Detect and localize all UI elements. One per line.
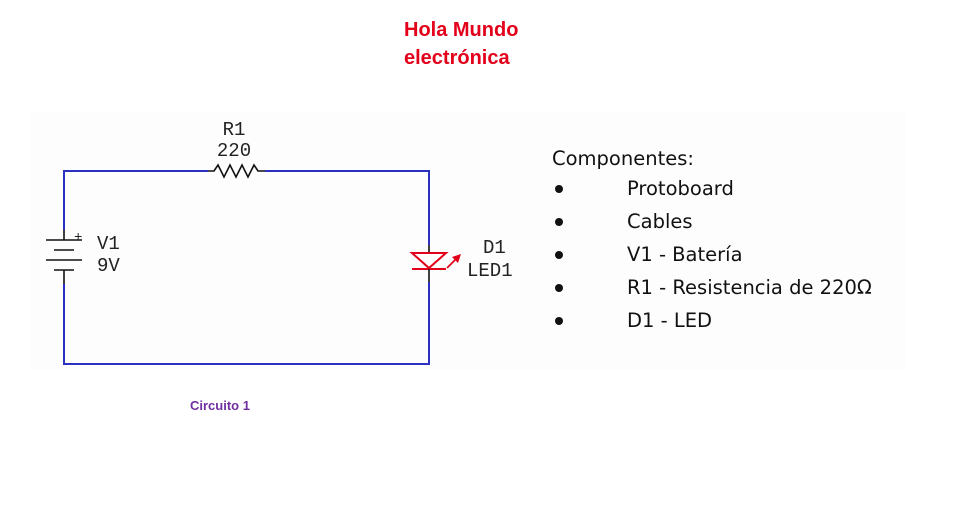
led-emission-arrow <box>446 254 461 269</box>
list-item: R1 - Resistencia de 220Ω <box>552 274 872 307</box>
figure-caption: Circuito 1 <box>190 398 250 413</box>
battery-ref-label: V1 <box>97 233 120 255</box>
battery-polarity-label: + <box>74 230 82 246</box>
resistor-symbol: R1 220 <box>208 119 265 179</box>
list-item: Protoboard <box>552 175 734 208</box>
bullet-icon <box>555 317 563 325</box>
bullet-icon <box>555 218 563 226</box>
wire-bottom <box>63 282 430 365</box>
led-symbol: D1 LED1 <box>409 237 513 282</box>
page-title: Hola Mundo electrónica <box>404 16 518 72</box>
components-list: Componentes: Protoboard Cables V1 - Bate… <box>552 145 872 340</box>
bullet-icon <box>555 185 563 193</box>
list-item: D1 - LED <box>552 307 712 340</box>
bullet-icon <box>555 284 563 292</box>
title-line-2: electrónica <box>404 47 510 69</box>
wires <box>63 170 430 365</box>
title-line-1: Hola Mundo <box>404 19 519 41</box>
component-label: V1 - Batería <box>627 243 743 266</box>
component-label: Protoboard <box>627 177 734 200</box>
resistor-value-label: 220 <box>217 140 251 162</box>
list-item: V1 - Batería <box>552 241 743 274</box>
wire-top-left <box>63 170 208 230</box>
component-label: R1 - Resistencia de 220Ω <box>627 276 872 299</box>
led-ref-label: D1 <box>483 237 506 259</box>
battery-symbol: + V1 9V <box>46 230 120 284</box>
diagram-panel <box>30 112 905 370</box>
components-heading: Componentes: <box>552 147 694 170</box>
led-value-label: LED1 <box>467 260 513 282</box>
component-label: D1 - LED <box>627 309 713 332</box>
components-items: Protoboard Cables V1 - Batería R1 - Resi… <box>552 175 872 340</box>
resistor-ref-label: R1 <box>223 119 246 141</box>
list-item: Cables <box>552 208 694 241</box>
bullet-icon <box>555 251 563 259</box>
wire-top-right <box>265 170 430 245</box>
battery-value-label: 9V <box>97 255 120 277</box>
component-label: Cables <box>627 210 693 233</box>
